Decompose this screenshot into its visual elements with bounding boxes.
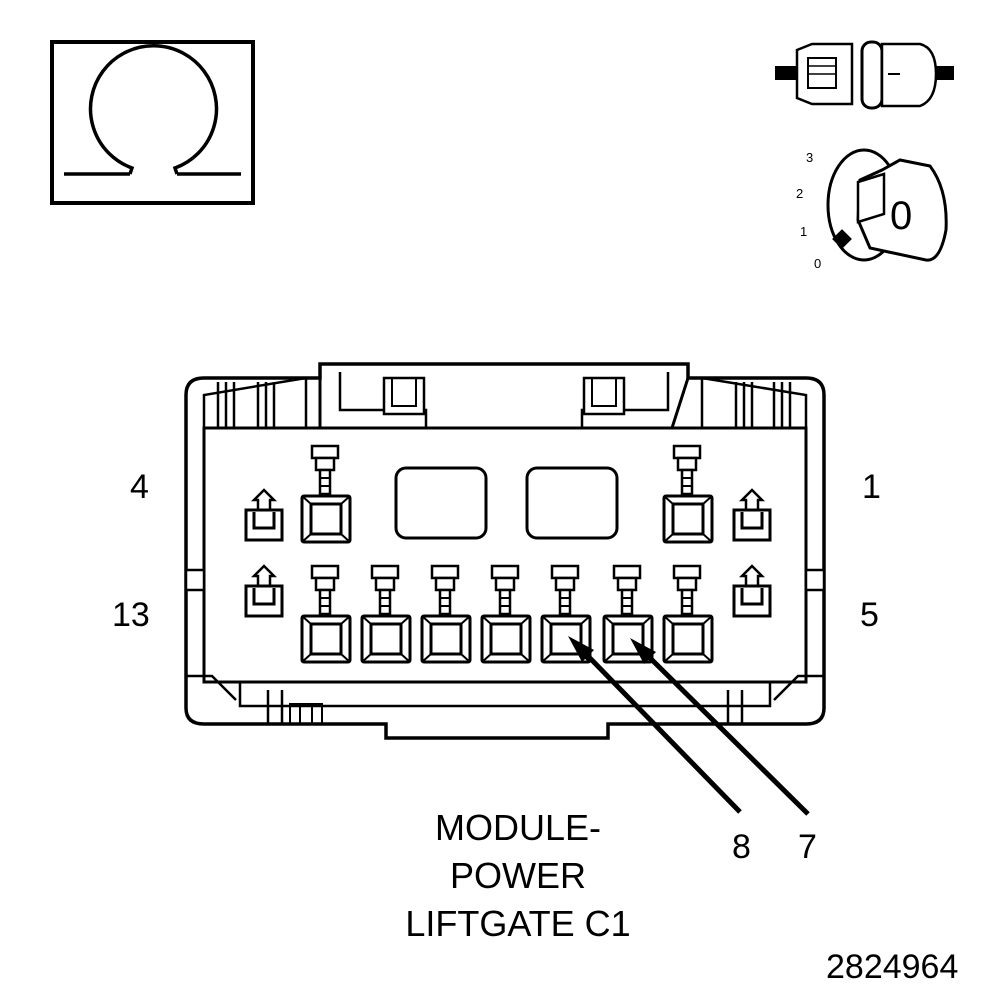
ignition-position-2: 2	[796, 186, 804, 201]
ignition-position-0: 0	[814, 256, 822, 271]
caption-line-3: LIFTGATE C1	[405, 903, 631, 944]
caption-line-1: MODULE-	[434, 807, 601, 848]
ignition-key-label: 0	[890, 194, 913, 238]
caption-line-2: POWER	[449, 855, 586, 896]
pin-label-5: 5	[860, 596, 879, 634]
callout-arrow-7	[630, 638, 810, 816]
connector-housing	[184, 362, 826, 740]
ignition-position-3: 3	[806, 150, 814, 165]
ignition-key-icon	[826, 148, 948, 262]
callout-arrow-8	[568, 636, 742, 814]
disconnected-connector-icon	[775, 40, 954, 110]
connector-caption: MODULE- POWER LIFTGATE C1	[380, 804, 656, 948]
pin-label-1: 1	[862, 468, 881, 506]
pin-label-4: 4	[130, 468, 149, 506]
callout-label-7: 7	[798, 828, 817, 866]
pin-label-13: 13	[112, 596, 150, 634]
ohm-icon	[50, 40, 255, 205]
callout-label-8: 8	[732, 828, 751, 866]
ignition-position-1: 1	[800, 224, 808, 239]
figure-number: 2824964	[826, 948, 959, 986]
